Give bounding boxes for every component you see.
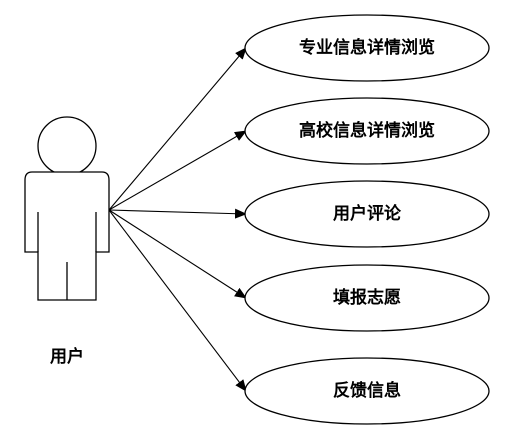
use-case-label: 反馈信息	[333, 380, 401, 401]
association-arrow-2	[108, 130, 247, 211]
use-case-ellipse	[244, 264, 490, 332]
use-case-label: 用户评论	[333, 203, 402, 224]
association-arrow-1	[108, 47, 247, 211]
use-case-ellipse	[244, 97, 490, 165]
use-case-3: 用户评论	[244, 180, 490, 248]
use-case-ellipse	[244, 180, 490, 248]
use-case-label: 高校信息详情浏览	[299, 120, 435, 141]
actor-figure	[24, 116, 110, 301]
use-case-ellipse	[244, 14, 490, 82]
use-case-4: 填报志愿	[244, 264, 490, 332]
use-case-1: 专业信息详情浏览	[244, 14, 490, 82]
use-case-ellipse	[244, 357, 490, 425]
use-case-label: 填报志愿	[333, 287, 401, 308]
actor-label: 用户	[50, 346, 84, 367]
associations	[108, 47, 247, 392]
use-case-2: 高校信息详情浏览	[244, 97, 490, 165]
association-arrow-5	[108, 209, 247, 392]
association-arrow-3	[108, 208, 247, 219]
use-case-label: 专业信息详情浏览	[299, 37, 435, 58]
association-arrow-4	[108, 209, 247, 299]
actor-head	[37, 116, 97, 176]
use-case-5: 反馈信息	[244, 357, 490, 425]
actor-body	[24, 171, 110, 301]
